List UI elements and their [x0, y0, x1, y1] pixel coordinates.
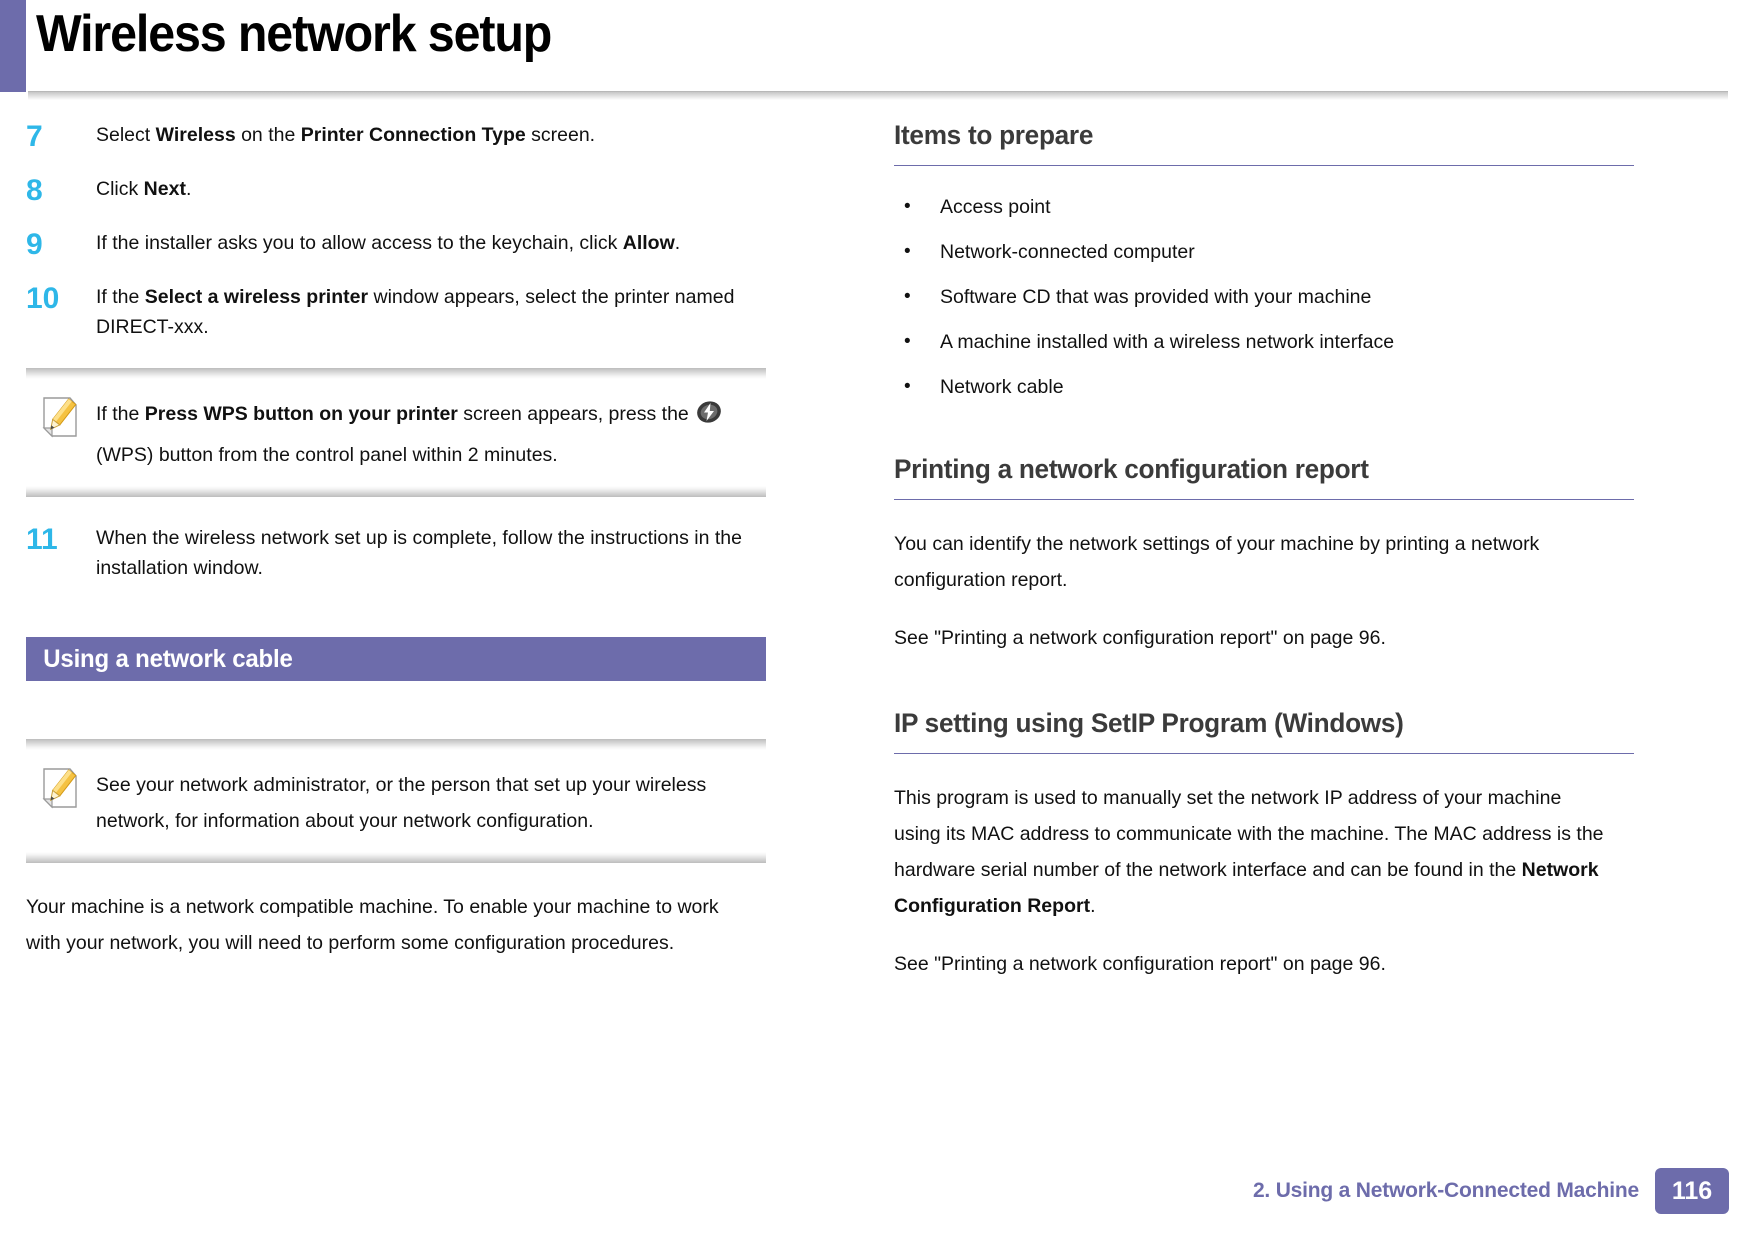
section-bar-label: Using a network cable: [43, 644, 293, 673]
list-item-label: Network cable: [940, 376, 1064, 398]
list-item: • Access point: [894, 192, 1636, 222]
step-text: When the wireless network set up is comp…: [96, 527, 742, 579]
step-number: 10: [26, 282, 60, 315]
section-bar-using-network-cable: Using a network cable: [26, 637, 766, 681]
step-text: Click Next.: [96, 178, 192, 200]
note-pencil-icon: [26, 396, 96, 473]
note-pencil-icon: [26, 767, 96, 839]
heading-rule: [894, 499, 1634, 500]
step-text: Select Wireless on the Printer Connectio…: [96, 124, 596, 146]
page-title: Wireless network setup: [36, 5, 552, 63]
printing-report-paragraph-1: You can identify the network settings of…: [894, 533, 1540, 591]
header-rule-line: [28, 91, 1728, 92]
step-number: 7: [26, 120, 43, 153]
list-item: • Software CD that was provided with you…: [894, 282, 1636, 312]
step-item: 7 Select Wireless on the Printer Connect…: [26, 120, 768, 152]
heading-rule: [894, 753, 1634, 754]
note-bottom-divider: [26, 486, 766, 497]
step-text: If the Select a wireless printer window …: [96, 286, 735, 338]
note-top-divider: [26, 368, 766, 379]
section-items-to-prepare: Items to prepare • Access point • Networ…: [894, 120, 1636, 402]
note-text-wps: If the Press WPS button on your printer …: [96, 396, 768, 473]
right-column: Items to prepare • Access point • Networ…: [894, 120, 1636, 1004]
step-number: 11: [26, 523, 58, 556]
step-text: If the installer asks you to allow acces…: [96, 232, 681, 254]
left-paragraph: Your machine is a network compatible mac…: [26, 896, 719, 954]
left-column: 7 Select Wireless on the Printer Connect…: [26, 120, 768, 983]
section-ip-setting: IP setting using SetIP Program (Windows)…: [894, 708, 1636, 982]
printing-report-paragraph-2: See "Printing a network configuration re…: [894, 627, 1386, 649]
bullet-dot-icon: •: [904, 331, 911, 352]
note-box-admin: See your network administrator, or the p…: [26, 739, 768, 863]
header-rule-shadow: [28, 92, 1728, 100]
list-item: • Network cable: [894, 372, 1636, 402]
list-item-label: Network-connected computer: [940, 241, 1195, 263]
step-item: 9 If the installer asks you to allow acc…: [26, 228, 768, 260]
list-item-label: Access point: [940, 196, 1051, 218]
ip-setting-paragraph-1: This program is used to manually set the…: [894, 787, 1604, 917]
heading-printing-report: Printing a network configuration report: [894, 454, 1369, 484]
note-top-divider: [26, 739, 766, 750]
header-accent-bar: [0, 0, 26, 92]
step-item: 8 Click Next.: [26, 174, 768, 206]
step-number: 9: [26, 228, 43, 261]
bullet-dot-icon: •: [904, 196, 911, 217]
note-box-wps: If the Press WPS button on your printer …: [26, 368, 768, 497]
bullet-dot-icon: •: [904, 286, 911, 307]
list-item-label: A machine installed with a wireless netw…: [940, 331, 1395, 353]
step-item: 11 When the wireless network set up is c…: [26, 523, 768, 583]
footer-chapter-label: 2. Using a Network-Connected Machine: [1252, 1179, 1639, 1202]
heading-rule: [894, 165, 1634, 166]
section-printing-report: Printing a network configuration report …: [894, 454, 1636, 656]
ip-setting-paragraph-2: See "Printing a network configuration re…: [894, 953, 1386, 975]
bullet-dot-icon: •: [904, 376, 911, 397]
list-item: • A machine installed with a wireless ne…: [894, 327, 1636, 357]
list-item-label: Software CD that was provided with your …: [940, 286, 1372, 308]
page-footer: 2. Using a Network-Connected Machine 116: [0, 1168, 1755, 1214]
bullet-dot-icon: •: [904, 241, 911, 262]
page-header: Wireless network setup: [0, 0, 1755, 100]
step-number: 8: [26, 174, 43, 207]
list-item: • Network-connected computer: [894, 237, 1636, 267]
wps-button-icon: [696, 399, 722, 437]
note-text-admin: See your network administrator, or the p…: [96, 774, 707, 832]
footer-page-number: 116: [1655, 1168, 1729, 1214]
heading-ip-setting: IP setting using SetIP Program (Windows): [894, 708, 1404, 738]
heading-items-to-prepare: Items to prepare: [894, 120, 1094, 150]
step-item: 10 If the Select a wireless printer wind…: [26, 282, 768, 342]
items-to-prepare-list: • Access point • Network-connected compu…: [894, 192, 1636, 402]
note-bottom-divider: [26, 852, 766, 863]
